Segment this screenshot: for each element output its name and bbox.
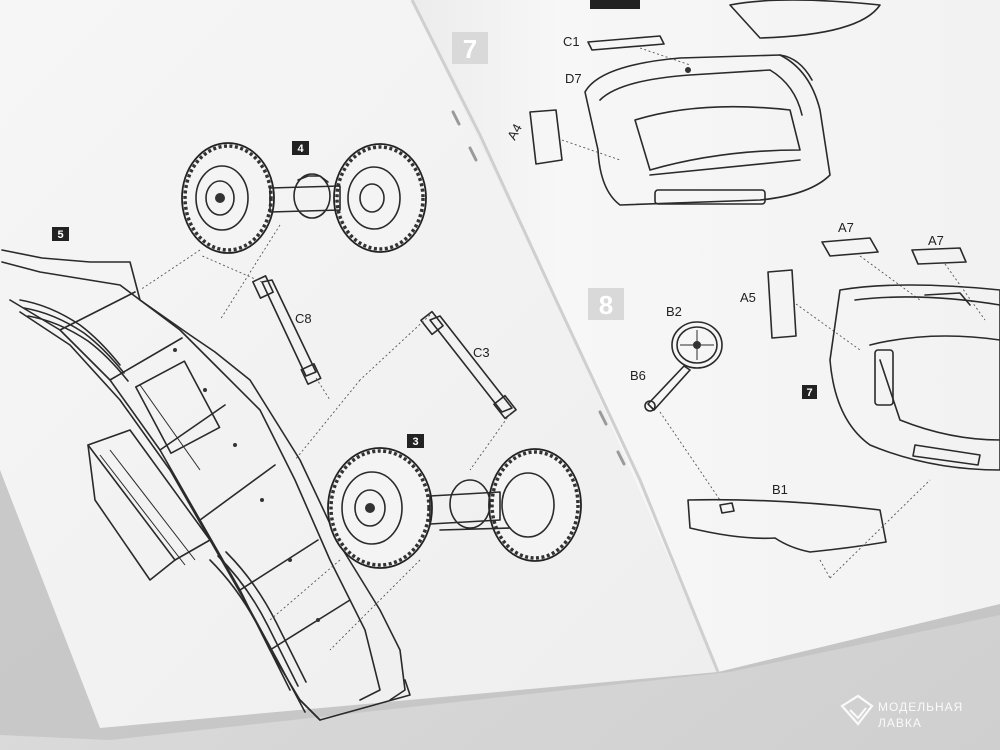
steering-column-b6-drawing (644, 365, 691, 412)
spine-fold (410, 0, 720, 673)
step-8-marker (588, 288, 624, 320)
step-5-marker (52, 227, 69, 241)
cab-interior-drawing (829, 284, 1000, 471)
step-3-marker (407, 434, 424, 448)
part-a7-left-drawing (821, 237, 879, 257)
part-a7-right-drawing (911, 247, 967, 265)
left-assembly-guides (139, 224, 421, 651)
step-8-number: 8 (599, 290, 613, 320)
part-label-b1: B1 (772, 482, 788, 497)
top-partial-figure (590, 0, 881, 39)
step-7-reference-number: 7 (806, 387, 812, 399)
step-7-number: 7 (463, 34, 477, 64)
drive-shaft-c8-drawing (199, 254, 331, 401)
part-label-a7-left: A7 (838, 220, 854, 235)
part-label-a7-right: A7 (928, 233, 944, 248)
steering-wheel-b2-drawing (671, 321, 723, 369)
part-label-b6: B6 (630, 368, 646, 383)
store-logo-icon (840, 694, 874, 726)
part-c1-drawing (587, 35, 665, 51)
part-label-a4: A4 (504, 121, 525, 142)
step-3-number: 3 (412, 436, 418, 448)
front-axle-drawing (327, 447, 582, 569)
part-label-d7: D7 (565, 71, 582, 86)
rear-axle-drawing (181, 142, 427, 254)
part-label-c1: C1 (563, 34, 580, 49)
part-label-b2: B2 (666, 304, 682, 319)
part-label-c8: C8 (295, 311, 312, 326)
chassis-frame-drawing (1, 249, 411, 721)
part-a5-drawing (767, 269, 797, 339)
store-watermark: МОДЕЛЬНАЯ ЛАВКА (840, 694, 963, 730)
step-5-number: 5 (57, 229, 63, 241)
watermark-line-2: ЛАВКА (878, 716, 922, 730)
right-page (412, 0, 1000, 672)
part-a4-drawing (529, 109, 563, 165)
part-label-c3: C3 (473, 345, 490, 360)
cab-body-drawing (584, 54, 831, 206)
step-7-reference-marker (802, 385, 817, 399)
part-label-a5: A5 (740, 290, 756, 305)
drive-shaft-c3-drawing (294, 310, 517, 471)
watermark-line-1: МОДЕЛЬНАЯ (878, 700, 963, 714)
step-4-number: 4 (297, 143, 304, 155)
staples (451, 110, 626, 466)
step-7-marker (452, 32, 488, 64)
dashboard-b1-drawing (687, 498, 887, 553)
step-4-marker (292, 141, 309, 155)
